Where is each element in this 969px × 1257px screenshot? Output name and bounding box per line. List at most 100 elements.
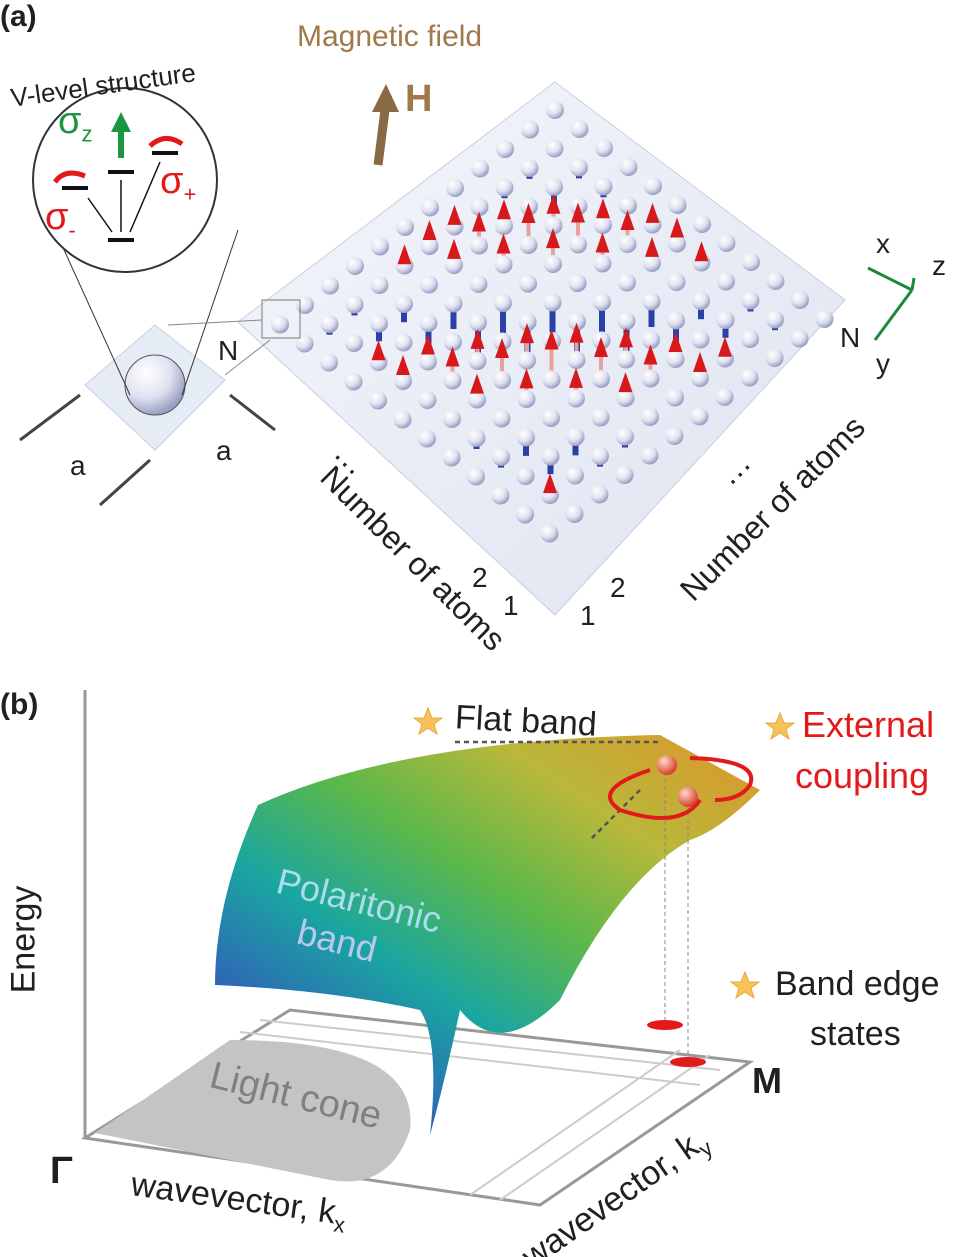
coord-n: N <box>840 322 861 353</box>
spin-up-arrowhead <box>496 233 511 254</box>
polaritonic-band-surface <box>215 735 760 1135</box>
external-coupling-label-2: coupling <box>795 755 930 796</box>
spin-up-arrowhead <box>520 323 534 344</box>
atom <box>345 334 363 352</box>
band-edge-marker <box>647 1020 683 1030</box>
atom <box>516 467 535 485</box>
atom <box>618 235 637 253</box>
atom <box>394 333 413 352</box>
atom <box>545 139 564 158</box>
atom <box>521 120 539 139</box>
atom <box>467 429 486 447</box>
atom <box>542 370 561 389</box>
atom <box>592 370 610 388</box>
sigma-minus-arrow-icon <box>52 170 86 184</box>
spin-up-arrowhead <box>595 232 610 253</box>
atom <box>443 410 461 428</box>
atom <box>715 388 734 406</box>
atom <box>541 447 560 466</box>
band-edge-state-sphere <box>678 787 698 807</box>
atom <box>517 390 536 408</box>
atom <box>642 292 661 311</box>
spin-up-arrowhead <box>618 372 633 393</box>
atom <box>492 409 511 428</box>
atom <box>716 311 735 329</box>
atom <box>641 408 659 426</box>
coord-z: z <box>932 250 946 281</box>
atom <box>518 351 536 370</box>
atom <box>765 349 784 367</box>
sigma-z: σz <box>58 100 93 147</box>
spin-up-arrowhead <box>396 355 410 376</box>
atom <box>344 372 363 391</box>
coord-x: x <box>876 228 890 259</box>
atom <box>591 447 609 465</box>
spin-up-arrowhead <box>619 327 633 348</box>
atom <box>419 314 438 332</box>
spin-up-arrowhead <box>620 210 635 231</box>
atom <box>543 293 562 312</box>
atom <box>419 352 437 371</box>
spin-up-arrowhead <box>596 198 610 219</box>
spin-up-arrowhead <box>495 338 509 359</box>
atom <box>594 177 613 196</box>
atom <box>394 372 412 390</box>
atom <box>815 310 834 328</box>
atom <box>616 389 635 407</box>
atom <box>619 158 638 176</box>
atom <box>566 466 584 485</box>
atom <box>590 485 609 504</box>
atom <box>643 254 661 272</box>
atom <box>717 234 736 252</box>
atom <box>568 274 587 292</box>
spin-up-arrowhead <box>470 373 484 394</box>
atom <box>591 408 610 427</box>
atom <box>519 274 537 293</box>
atom <box>690 407 709 426</box>
atom <box>469 313 487 332</box>
atom <box>593 293 611 311</box>
atom <box>517 428 535 447</box>
atom <box>617 312 636 330</box>
unit-cell-zoom <box>19 87 301 507</box>
spin-up-arrowhead <box>645 236 659 257</box>
atom <box>791 291 809 309</box>
atom <box>616 427 634 446</box>
atom <box>520 159 539 177</box>
atom <box>546 101 564 119</box>
light-cone <box>95 1040 411 1182</box>
atom <box>519 236 538 254</box>
atom <box>691 330 710 349</box>
spin-up-arrowhead <box>421 334 435 355</box>
coord-y: y <box>876 348 890 379</box>
spin-up-arrowhead <box>643 344 658 365</box>
atom <box>742 253 760 271</box>
coupling-arrow-icon <box>608 768 702 820</box>
atom <box>518 313 537 331</box>
spin-up-arrowhead <box>521 203 536 224</box>
atom <box>442 448 461 467</box>
atom <box>667 273 686 291</box>
atom <box>271 315 289 334</box>
atom <box>593 254 612 273</box>
atom <box>467 467 485 486</box>
spin-up-arrowhead <box>497 199 511 220</box>
atom <box>641 369 660 388</box>
gamma-point-label: Γ <box>50 1150 73 1192</box>
atom <box>446 179 464 197</box>
spin-up-arrowhead <box>544 329 559 350</box>
atom <box>566 428 585 446</box>
spin-up-arrowhead <box>694 241 709 262</box>
atom <box>691 369 709 387</box>
atom <box>493 371 511 389</box>
right-tick-1: 1 <box>580 600 596 631</box>
magnetic-field-label: Magnetic field <box>297 20 483 53</box>
field-symbol: H <box>405 78 433 120</box>
magnetic-field-arrow-icon <box>372 84 399 166</box>
atom <box>619 196 637 215</box>
spin-up-arrowhead <box>422 220 437 241</box>
panel-b-label: (b) <box>0 688 39 721</box>
atom <box>665 427 684 445</box>
atom <box>568 312 586 331</box>
